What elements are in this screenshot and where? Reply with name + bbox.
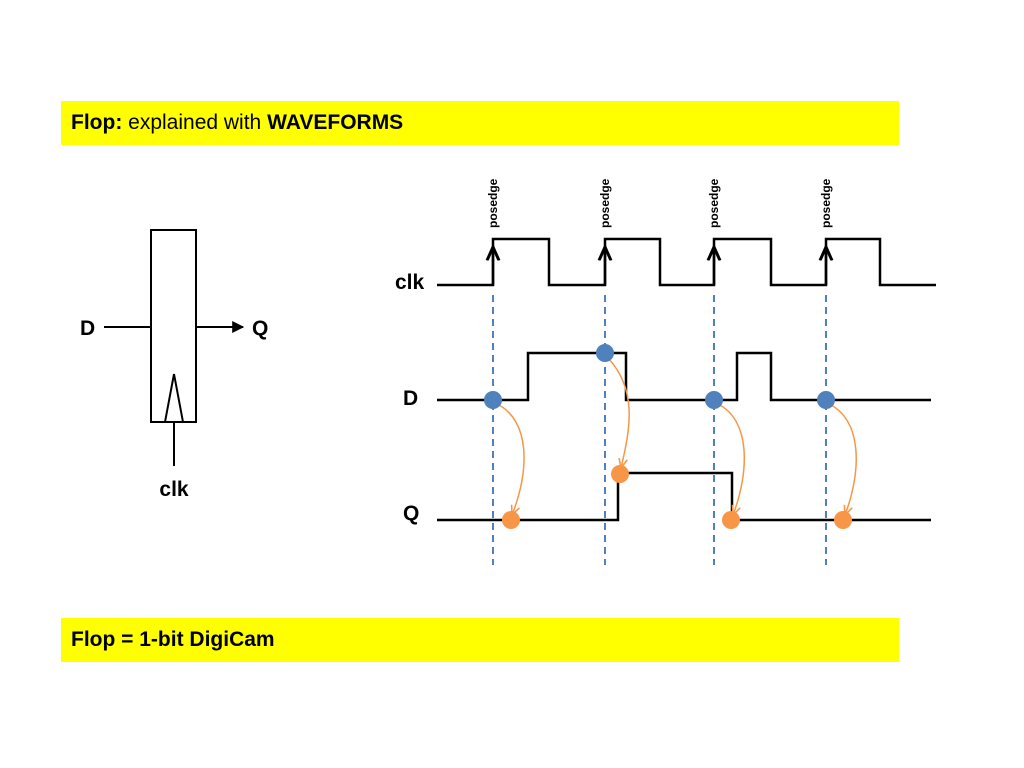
q-output-point: [502, 511, 520, 529]
propagation-arrow-2: [607, 357, 630, 468]
flop-clk-label: clk: [159, 478, 189, 501]
d-waveform: [437, 351, 931, 402]
flop-box: [150, 229, 197, 423]
clock-triangle-icon: [164, 373, 184, 423]
d-sample-point: [817, 391, 835, 409]
q-waveform: [437, 471, 931, 522]
clk-signal-label: clk: [395, 271, 425, 294]
propagation-arrow-4: [828, 403, 857, 515]
d-sample-point: [705, 391, 723, 409]
flop-q-label: Q: [252, 317, 268, 340]
propagation-arrow-3: [717, 403, 746, 515]
propagation-arrows: [496, 357, 857, 515]
q-signal-label: Q: [403, 502, 419, 525]
posedge-labels: posedge posedge posedge posedge: [486, 178, 833, 228]
posedge-guide-lines: [492, 295, 827, 565]
posedge-label: posedge: [819, 178, 833, 228]
title-banner: Flop: explained with WAVEFORMS: [61, 101, 899, 145]
d-sample-point: [596, 344, 614, 362]
title-lead: Flop:: [71, 111, 123, 134]
d-sample-point: [484, 391, 502, 409]
clk-waveform: [437, 237, 936, 287]
posedge-label: posedge: [707, 178, 721, 228]
d-sample-points: [484, 344, 835, 409]
q-output-point: [834, 511, 852, 529]
title-emph: WAVEFORMS: [267, 111, 404, 134]
q-output-point: [722, 511, 740, 529]
flop-d-label: D: [80, 317, 95, 340]
flop-symbol: D Q clk: [80, 229, 268, 501]
d-signal-label: D: [403, 387, 418, 410]
footer-text: Flop = 1-bit DigiCam: [71, 628, 275, 651]
q-output-point: [611, 465, 629, 483]
posedge-label: posedge: [598, 178, 612, 228]
posedge-label: posedge: [486, 178, 500, 228]
title-rest: explained with: [122, 111, 268, 134]
propagation-arrow-1: [496, 403, 525, 515]
footer-banner: Flop = 1-bit DigiCam: [61, 618, 899, 662]
rising-edge-arrows: [493, 247, 826, 285]
q-output-points: [502, 465, 852, 529]
